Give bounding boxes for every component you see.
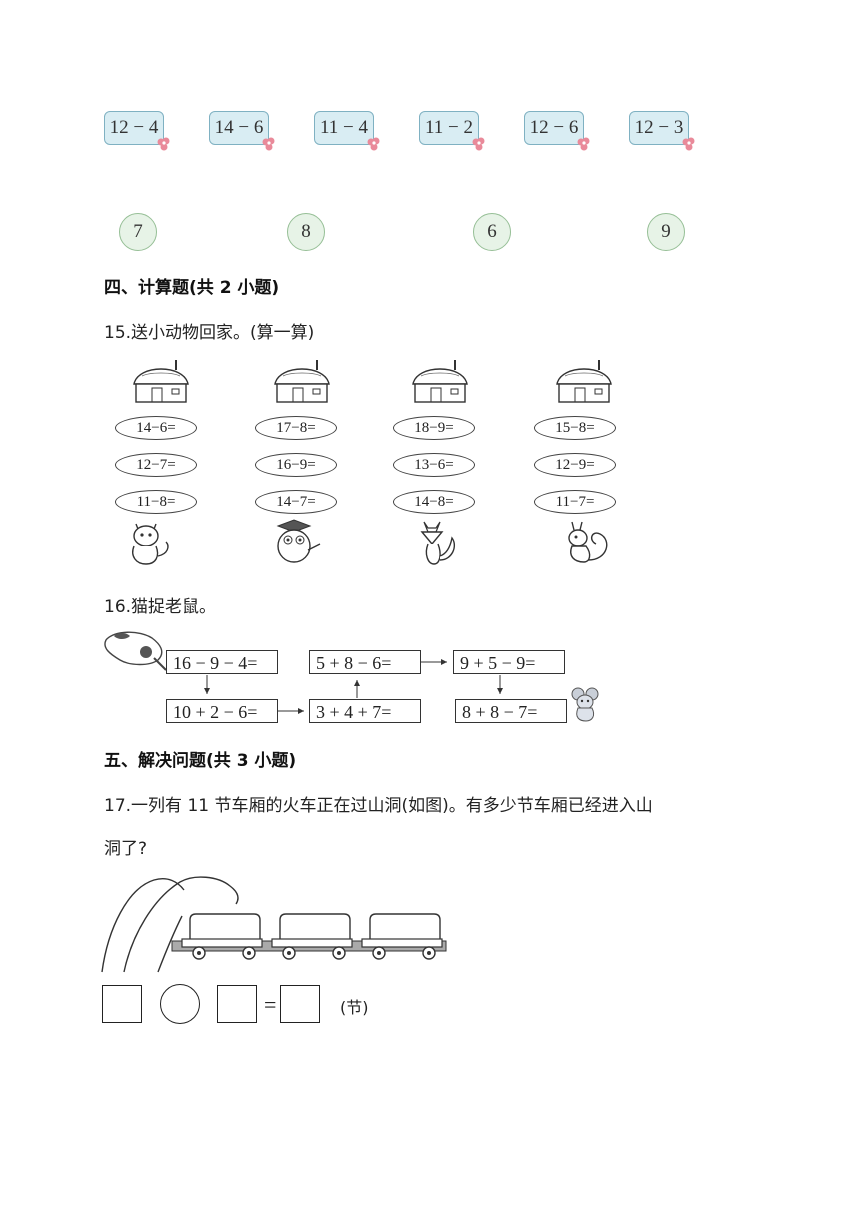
unit-label: (节) — [340, 998, 369, 1017]
flower-icon — [472, 137, 485, 151]
train-tunnel-illustration — [101, 876, 447, 973]
oval-expression: 12−9= — [534, 453, 616, 477]
card-5-text: 12 − 6 — [529, 117, 579, 138]
q16-text: 16.猫捉老鼠。 — [104, 597, 217, 617]
answer-box-1[interactable] — [102, 985, 142, 1023]
oval-expression: 15−8= — [534, 416, 616, 440]
card-5: 12 − 6 — [524, 111, 590, 151]
oval-expression: 12−7= — [115, 453, 197, 477]
card-3: 11 − 4 — [314, 111, 380, 151]
answer-circle-4: 9 — [647, 213, 685, 251]
section-4-title: 四、计算题(共 2 小题) — [104, 278, 280, 298]
card-6: 12 − 3 — [629, 111, 695, 151]
card-6-text: 12 − 3 — [634, 117, 684, 138]
oval-expression: 11−7= — [534, 490, 616, 514]
card-2-text: 14 − 6 — [214, 117, 264, 138]
house-icon — [133, 360, 189, 403]
oval-expression: 14−6= — [115, 416, 197, 440]
oval-expression: 16−9= — [255, 453, 337, 477]
q15-text: 15.送小动物回家。(算一算) — [104, 323, 315, 343]
flower-icon — [157, 137, 170, 151]
flower-icon — [682, 137, 695, 151]
oval-expression: 17−8= — [255, 416, 337, 440]
q17-line1: 17.一列有 11 节车厢的火车正在过山洞(如图)。有多少节车厢已经进入山 — [104, 796, 653, 816]
card-1: 12 − 4 — [104, 111, 170, 151]
card-2: 14 − 6 — [209, 111, 275, 151]
operator-circle[interactable] — [160, 984, 200, 1024]
house-icon — [412, 360, 468, 403]
expression-box: 9 + 5 − 9= — [453, 650, 565, 674]
answer-box-3[interactable] — [280, 985, 320, 1023]
oval-expression: 14−8= — [393, 490, 475, 514]
expression-box: 8 + 8 − 7= — [455, 699, 567, 723]
equals-sign: = — [264, 992, 277, 1017]
card-4: 11 − 2 — [419, 111, 485, 151]
flower-icon — [262, 137, 275, 151]
expression-box: 16 − 9 − 4= — [166, 650, 278, 674]
answer-circle-3: 6 — [473, 213, 511, 251]
cat-icon — [132, 523, 169, 565]
answer-circle-1: 7 — [119, 213, 157, 251]
mouse-icon — [571, 687, 599, 722]
flower-icon — [367, 137, 380, 151]
q17-line2: 洞了? — [104, 839, 148, 859]
section-5-title: 五、解决问题(共 3 小题) — [104, 751, 297, 771]
owl-icon — [276, 519, 321, 563]
answer-box-2[interactable] — [217, 985, 257, 1023]
oval-expression: 13−6= — [393, 453, 475, 477]
oval-expression: 14−7= — [255, 490, 337, 514]
flow-arrows — [204, 659, 503, 714]
cat-lying-icon — [104, 631, 167, 671]
house-icon — [556, 360, 612, 403]
card-4-text: 11 − 2 — [424, 117, 473, 138]
flower-icon — [577, 137, 590, 151]
expression-box: 10 + 2 − 6= — [166, 699, 278, 723]
expression-box: 5 + 8 − 6= — [309, 650, 421, 674]
squirrel-icon — [568, 521, 608, 563]
card-3-text: 11 − 4 — [319, 117, 368, 138]
fox-icon — [420, 521, 456, 565]
house-icon — [274, 360, 330, 403]
oval-expression: 18−9= — [393, 416, 475, 440]
answer-circle-2: 8 — [287, 213, 325, 251]
card-1-text: 12 − 4 — [109, 117, 159, 138]
oval-expression: 11−8= — [115, 490, 197, 514]
expression-box: 3 + 4 + 7= — [309, 699, 421, 723]
